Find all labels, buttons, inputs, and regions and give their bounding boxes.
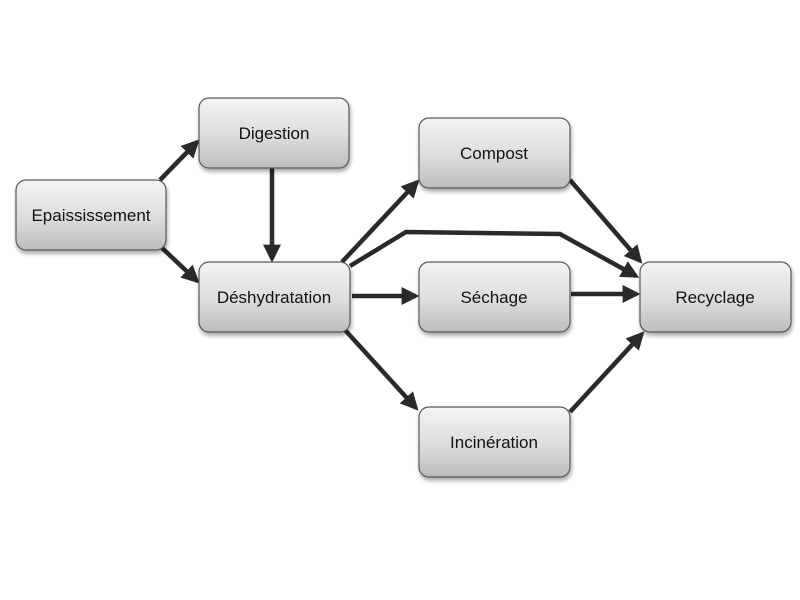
arrow-epaississement-to-digestion bbox=[158, 139, 200, 182]
arrow-epaississement-to-deshydratation bbox=[158, 244, 200, 284]
arrow-incineration-to-recyclage bbox=[568, 331, 645, 414]
arrow-deshydratation-to-incineration bbox=[343, 328, 419, 411]
node-epaississement[interactable]: Epaississement bbox=[15, 179, 167, 251]
node-incineration[interactable]: Incinération bbox=[418, 406, 571, 478]
node-sechage[interactable]: Séchage bbox=[418, 261, 571, 333]
node-recyclage[interactable]: Recyclage bbox=[639, 261, 792, 333]
node-label-digestion: Digestion bbox=[239, 124, 310, 143]
node-deshydratation[interactable]: Déshydratation bbox=[198, 261, 351, 333]
arrow-deshydratation-to-recyclage bbox=[348, 229, 640, 278]
node-label-recyclage: Recyclage bbox=[675, 288, 754, 307]
node-label-incineration: Incinération bbox=[450, 433, 538, 452]
node-label-epaississement: Epaississement bbox=[31, 206, 150, 225]
node-label-sechage: Séchage bbox=[460, 288, 527, 307]
arrow-deshydratation-to-compost bbox=[340, 179, 420, 264]
arrow-compost-to-recyclage bbox=[568, 178, 643, 264]
node-digestion[interactable]: Digestion bbox=[198, 97, 350, 169]
nodes-layer: Epaississement Digestion Déshydratation … bbox=[15, 97, 792, 478]
arrows-layer bbox=[158, 139, 645, 414]
node-label-deshydratation: Déshydratation bbox=[217, 288, 331, 307]
node-label-compost: Compost bbox=[460, 144, 528, 163]
node-compost[interactable]: Compost bbox=[418, 117, 571, 189]
